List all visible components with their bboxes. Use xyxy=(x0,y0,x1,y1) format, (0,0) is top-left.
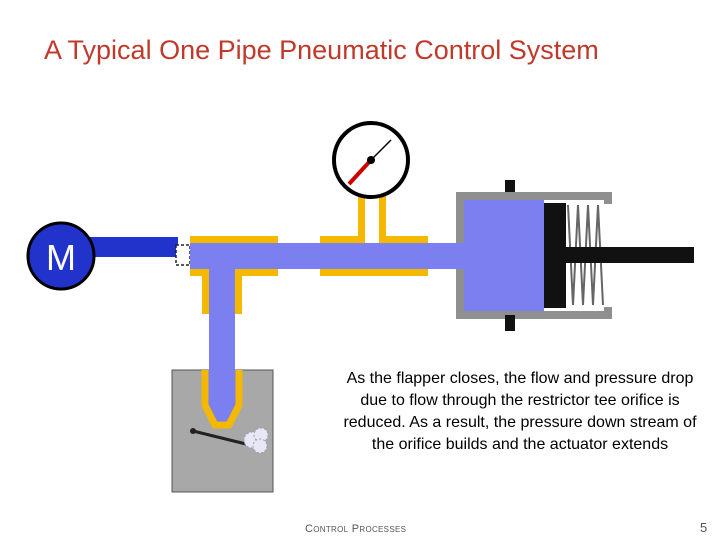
nozzle-line-wall-left xyxy=(202,269,209,314)
nozzle-line-air xyxy=(209,269,235,381)
nozzle-line-wall-right xyxy=(235,269,242,314)
actuator-chamber-air xyxy=(464,200,544,311)
actuator-diaphragm xyxy=(544,203,566,308)
actuator-casing-bottom-wall xyxy=(456,269,612,319)
gauge-needle-tail xyxy=(370,139,392,161)
footer-label: Control Processes xyxy=(305,523,407,535)
flapper-pivot xyxy=(190,428,196,434)
pipe-wall-bottom-mid xyxy=(232,269,278,276)
gauge-pivot xyxy=(367,156,375,164)
actuator-casing-top xyxy=(505,180,515,196)
branch-line-air xyxy=(190,243,470,269)
pipe-wall-bottom-left xyxy=(190,269,202,276)
restrictor-orifice xyxy=(175,244,191,266)
pipe-wall-top-left xyxy=(190,236,278,243)
main-air-source xyxy=(26,221,96,291)
gauge-riser-air xyxy=(365,196,379,243)
gauge-riser-wall-right xyxy=(379,196,386,243)
actuator-casing-top-wall xyxy=(456,192,612,243)
exhaust-puff xyxy=(243,427,269,454)
actuator-casing-bottom xyxy=(505,315,515,331)
gauge-needle xyxy=(347,158,373,186)
page-number: 5 xyxy=(700,520,708,535)
main-air-label: M xyxy=(46,237,76,278)
actuator-rod xyxy=(566,247,694,263)
slide-title: A Typical One Pipe Pneumatic Control Sys… xyxy=(44,35,599,65)
nozzle xyxy=(201,370,243,429)
gauge-riser-wall-left xyxy=(358,196,365,243)
flapper-arm xyxy=(192,429,247,446)
pipe-wall-bottom-right xyxy=(320,269,428,276)
main-supply-line xyxy=(88,237,178,257)
explanation-text: As the flapper closes, the flow and pres… xyxy=(343,370,697,453)
